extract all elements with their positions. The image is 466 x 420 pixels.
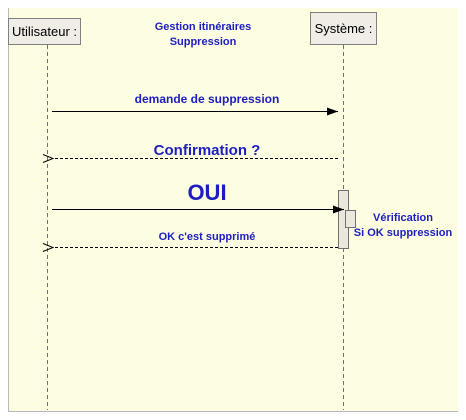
participant-utilisateur[interactable]: Utilisateur : [8, 18, 81, 45]
message-confirmation-label: Confirmation ? [154, 142, 261, 159]
verification-note-line1: Vérification [373, 212, 433, 224]
message-demande-suppression-label: demande de suppression [135, 92, 280, 106]
participant-systeme-label: Système : [315, 21, 373, 36]
participant-utilisateur-label: Utilisateur : [12, 24, 77, 39]
message-ok-supprime-label: OK c'est supprimé [159, 231, 256, 243]
diagram-title-line1: Gestion itinéraires [155, 21, 252, 33]
verification-note-line2: Si OK suppression [354, 227, 453, 239]
message-oui-label: OUI [187, 180, 226, 205]
activation-bar-verification [345, 210, 356, 228]
participant-systeme[interactable]: Système : [310, 12, 377, 45]
diagram-title-line2: Suppression [170, 36, 237, 48]
